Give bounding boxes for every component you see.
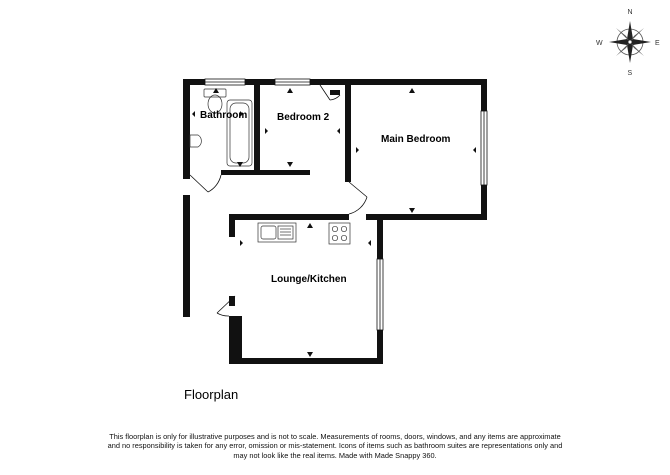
room-label-bathroom: Bathroom (200, 110, 247, 121)
dimension-markers (192, 88, 476, 357)
disclaimer-text: This floorplan is only for illustrative … (60, 432, 610, 460)
walls (183, 79, 487, 364)
room-label-bedroom-2: Bedroom 2 (277, 112, 330, 123)
compass-s: S (628, 70, 633, 77)
doors (189, 84, 368, 317)
windows (204, 78, 488, 331)
room-label-lounge-kitchen: Lounge/Kitchen (271, 274, 347, 285)
disclaimer-line-1: This floorplan is only for illustrative … (109, 432, 561, 441)
bathroom-fixtures (189, 88, 253, 167)
compass-n: N (628, 9, 633, 16)
compass-rose-icon: N S E W (596, 9, 660, 77)
room-label-main-bedroom: Main Bedroom (381, 134, 451, 145)
disclaimer-line-2: and no responsibility is taken for any e… (107, 441, 563, 451)
disclaimer-line-3: may not look like the real items. Made w… (233, 450, 437, 460)
kitchen-fixtures (257, 222, 351, 245)
floorplan-caption: Floorplan (184, 387, 239, 402)
compass-w: W (596, 40, 603, 47)
compass-e: E (655, 40, 660, 47)
